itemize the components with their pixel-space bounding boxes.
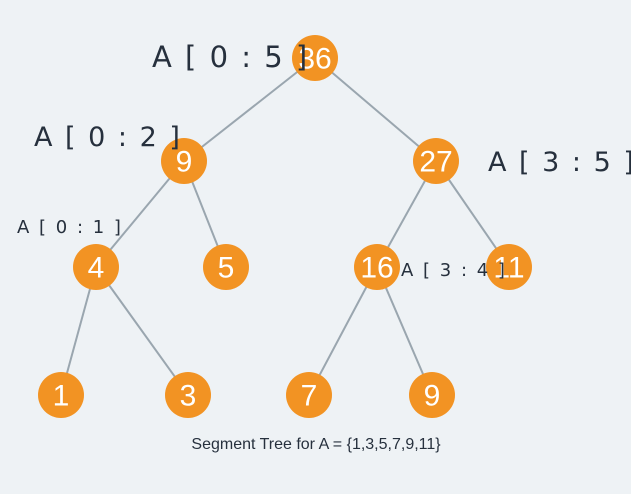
- diagram-caption: Segment Tree for A = {1,3,5,7,9,11}: [191, 436, 441, 453]
- tree-node-n1: 9: [161, 138, 207, 184]
- tree-node-circle: [409, 372, 455, 418]
- tree-node-circle: [292, 35, 338, 81]
- tree-node-n8: 3: [165, 372, 211, 418]
- tree-edge-n0-n2: [314, 57, 437, 162]
- tree-node-n6: 11: [486, 244, 532, 290]
- tree-node-value: 7: [301, 380, 318, 413]
- tree-node-n2: 27: [413, 138, 459, 184]
- tree-node-circle: [413, 138, 459, 184]
- tree-node-n3: 4: [73, 244, 119, 290]
- tree-node-value: 27: [419, 146, 452, 179]
- tree-node-value: 3: [180, 380, 197, 413]
- tree-node-value: 16: [360, 252, 393, 285]
- tree-node-circle: [38, 372, 84, 418]
- tree-node-value: 11: [493, 252, 524, 285]
- tree-node-n7: 1: [38, 372, 84, 418]
- tree-node-n4: 5: [203, 244, 249, 290]
- tree-node-n0: 36: [292, 35, 338, 81]
- range-label-a-3-5: A [ 3 : 5 ]: [488, 147, 631, 178]
- tree-node-n9: 7: [286, 372, 332, 418]
- tree-edges: [60, 57, 510, 396]
- tree-node-circle: [73, 244, 119, 290]
- tree-node-value: 9: [176, 146, 193, 179]
- tree-node-circle: [354, 244, 400, 290]
- tree-edge-n5-n9: [308, 266, 378, 396]
- tree-node-value: 4: [88, 252, 105, 285]
- tree-node-n10: 9: [409, 372, 455, 418]
- tree-node-circle: [161, 138, 207, 184]
- tree-node-value: 1: [53, 380, 70, 413]
- tree-node-circle: [203, 244, 249, 290]
- tree-edge-n0-n1: [183, 57, 316, 162]
- tree-node-circle: [286, 372, 332, 418]
- tree-node-circle: [486, 244, 532, 290]
- range-label-a-0-2: A [ 0 : 2 ]: [34, 122, 182, 153]
- tree-edge-n5-n10: [376, 266, 433, 396]
- tree-node-value: 9: [424, 380, 441, 413]
- range-label-a-3-4: A [ 3 : 4 ]: [401, 260, 507, 281]
- range-label-a-0-5: A [ 0 : 5 ]: [152, 40, 309, 74]
- tree-edge-n3-n8: [95, 266, 189, 396]
- tree-node-value: 36: [298, 43, 331, 76]
- tree-node-circle: [165, 372, 211, 418]
- tree-node-n5: 16: [354, 244, 400, 290]
- range-label-a-0-1: A [ 0 : 1 ]: [17, 217, 123, 238]
- tree-node-value: 5: [218, 252, 235, 285]
